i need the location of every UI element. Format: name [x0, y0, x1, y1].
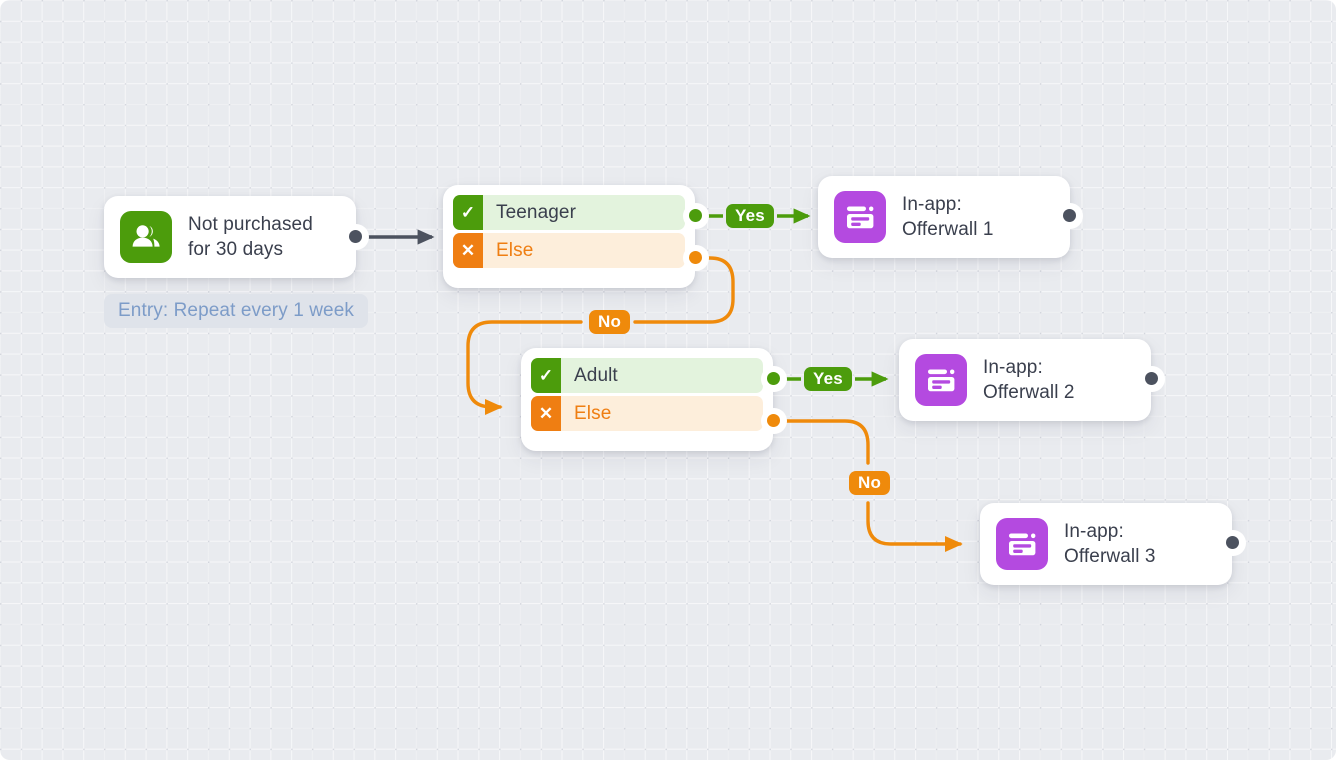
port-offerwall-3-out[interactable]	[1226, 536, 1239, 549]
port-adult-yes-out[interactable]	[767, 372, 780, 385]
port-offerwall-1-out[interactable]	[1063, 209, 1076, 222]
port-trigger-out[interactable]	[349, 230, 362, 243]
edge-label-teenager-yes[interactable]: Yes	[726, 204, 774, 228]
in-app-message-icon	[834, 191, 886, 243]
condition-row-adult[interactable]: ✓ Adult	[531, 358, 763, 393]
node-offerwall-3[interactable]: In-app: Offerwall 3	[980, 503, 1232, 585]
condition-row-label: Adult	[574, 364, 618, 386]
cross-icon: ✕	[453, 233, 483, 268]
node-offerwall-1[interactable]: In-app: Offerwall 1	[818, 176, 1070, 258]
node-offerwall-2[interactable]: In-app: Offerwall 2	[899, 339, 1151, 421]
node-offerwall-2-label: In-app: Offerwall 2	[983, 357, 1075, 403]
condition-row-else[interactable]: ✕ Else	[453, 233, 685, 268]
condition-row-label: Teenager	[496, 201, 577, 223]
condition-row-teenager[interactable]: ✓ Teenager	[453, 195, 685, 230]
edge-label-teenager-no[interactable]: No	[589, 310, 631, 334]
cross-icon: ✕	[531, 396, 561, 431]
port-teenager-else-out[interactable]	[689, 251, 702, 264]
edge-label-adult-no[interactable]: No	[849, 471, 891, 495]
node-trigger-label: Not purchased for 30 days	[188, 214, 313, 260]
node-condition-teenager[interactable]: ✓ Teenager ✕ Else	[443, 185, 695, 288]
node-trigger-not-purchased[interactable]: Not purchased for 30 days	[104, 196, 356, 278]
edge-adult-no	[778, 419, 870, 465]
node-offerwall-1-label: In-app: Offerwall 1	[902, 194, 994, 240]
node-offerwall-3-label: In-app: Offerwall 3	[1064, 521, 1156, 567]
check-icon: ✓	[531, 358, 561, 393]
condition-row-label: Else	[496, 239, 534, 261]
people-icon	[120, 211, 172, 263]
edge-adult-no-2	[866, 501, 963, 552]
check-icon: ✓	[453, 195, 483, 230]
node-condition-adult[interactable]: ✓ Adult ✕ Else	[521, 348, 773, 451]
entry-badge: Entry: Repeat every 1 week	[104, 294, 368, 328]
port-adult-else-out[interactable]	[767, 414, 780, 427]
condition-row-else[interactable]: ✕ Else	[531, 396, 763, 431]
edge-label-adult-yes[interactable]: Yes	[804, 367, 852, 391]
in-app-message-icon	[915, 354, 967, 406]
condition-row-label: Else	[574, 402, 612, 424]
in-app-message-icon	[996, 518, 1048, 570]
port-teenager-yes-out[interactable]	[689, 209, 702, 222]
port-offerwall-2-out[interactable]	[1145, 372, 1158, 385]
